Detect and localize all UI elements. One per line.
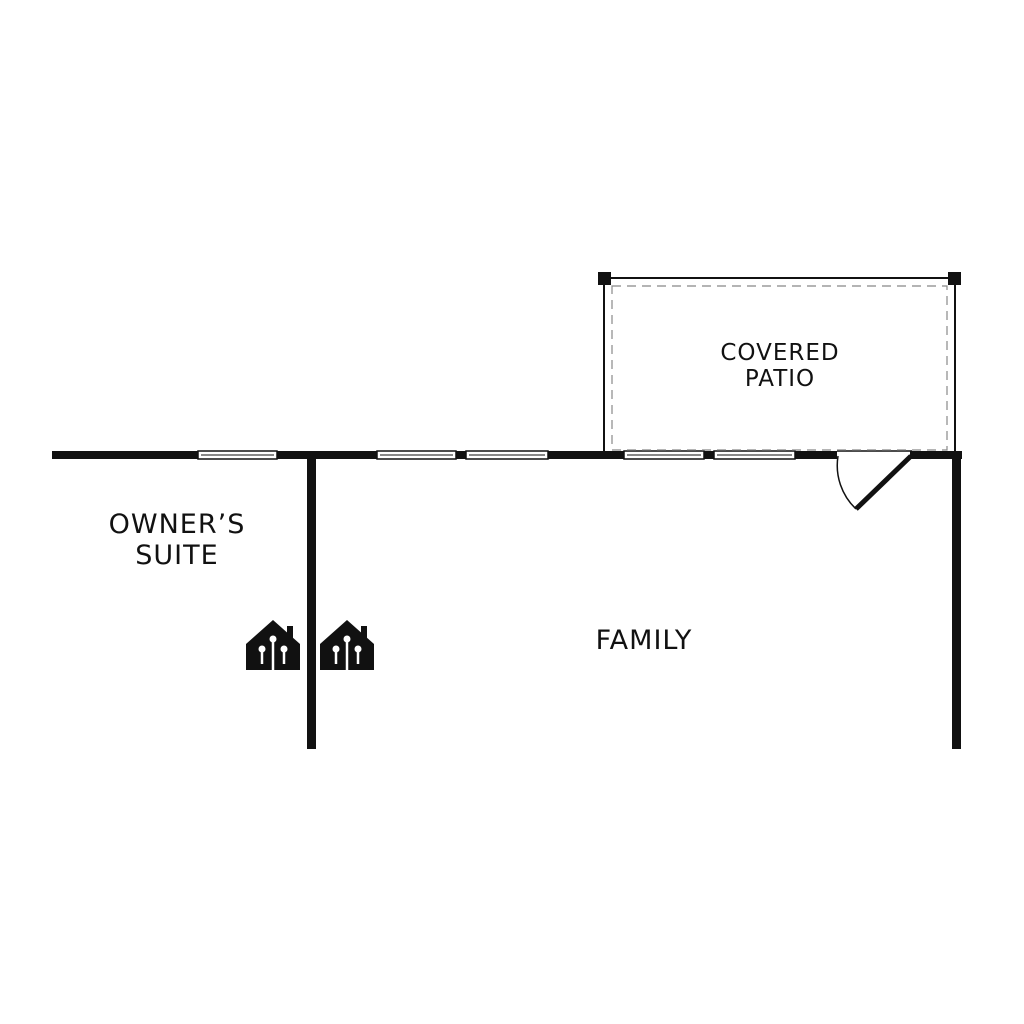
wall-segment	[548, 451, 624, 459]
exterior-wall	[52, 451, 962, 459]
room-label-line: FAMILY	[595, 625, 693, 656]
patio-beam-line	[611, 285, 948, 451]
covered-patio-outline	[598, 272, 961, 452]
room-label-line: OWNER’S	[108, 509, 246, 540]
room-label-family: FAMILY	[529, 625, 759, 656]
room-label-line: PATIO	[744, 366, 816, 393]
interior-wall	[307, 455, 316, 749]
patio-post	[598, 272, 611, 285]
wall-segment	[704, 451, 714, 459]
room-label-owners-suite: OWNER’S SUITE	[62, 509, 292, 571]
right-wall	[952, 451, 961, 749]
wall-segment	[795, 451, 837, 459]
room-label-covered-patio: COVERED PATIO	[660, 340, 900, 393]
wall-segment	[277, 451, 377, 459]
door-swing-arc	[836, 455, 857, 510]
smart-home-icon	[246, 620, 300, 670]
patio-post	[948, 272, 961, 285]
smart-home-icon	[320, 620, 374, 670]
door	[836, 450, 913, 511]
room-label-line: COVERED	[720, 340, 840, 366]
room-label-line: SUITE	[135, 540, 219, 572]
wall-segment	[456, 451, 466, 459]
door-leaf	[854, 454, 913, 511]
wall-segment	[52, 451, 198, 459]
wall-segment	[910, 451, 962, 459]
